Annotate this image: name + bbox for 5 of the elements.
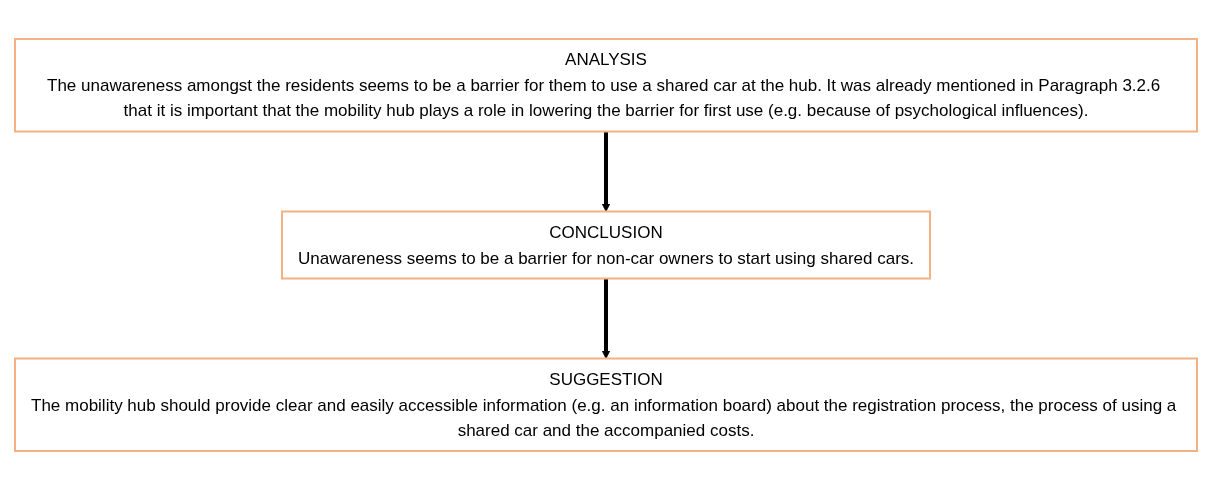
arrow xyxy=(601,131,611,212)
node-box: SUGGESTION The mobility hub should provide clear and easily accessible information (e.g. an information board) about the registration process, the process of using a shared car and the accompanied costs. xyxy=(14,357,1198,452)
arrow xyxy=(601,278,611,359)
node-box: CONCLUSION Unawareness seems to be a barrier for non-car owners to start using shared cars. xyxy=(280,210,932,280)
node-box: ANALYSIS The unawareness amongst the residents seems to be a barrier for them to use a shared car at the hub. It was already mentioned in Paragraph 3.2.6 that it is important that the mobility hub plays a role in lowering the barrier for first use (e.g. because of psychological influences). xyxy=(14,38,1198,133)
